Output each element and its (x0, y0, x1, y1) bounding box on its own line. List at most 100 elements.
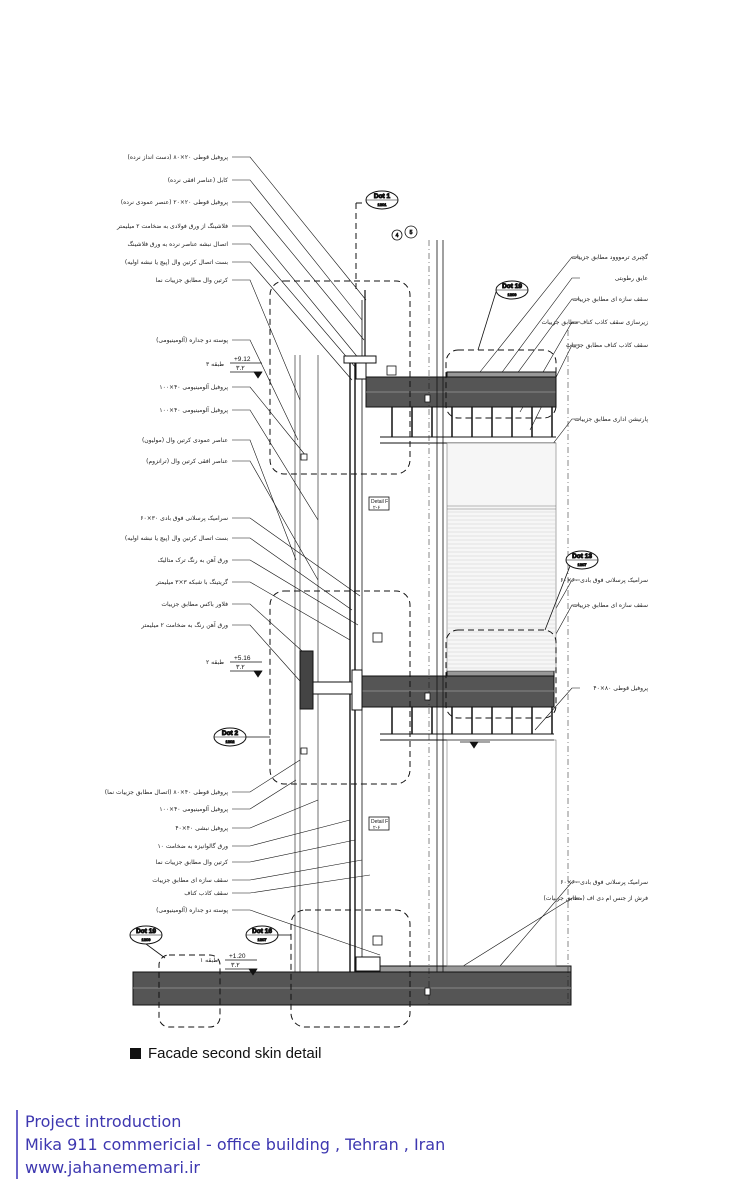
right-leader-10 (499, 881, 580, 967)
section-tags: Detail F ۲-۶ Detail F ۲-۶ (368, 496, 390, 831)
right-leader-1 (479, 256, 580, 373)
svg-text:1209: 1209 (142, 937, 152, 942)
left-leader-24 (232, 859, 363, 881)
right-label-1: گچبری ترمووود مطابق جزییات (571, 253, 648, 261)
section-tag-2: Detail F (371, 819, 388, 825)
left-label-20: پروفیل آلومینیومی ۴۰×۱۰۰ (159, 804, 228, 813)
curtain-wall (294, 240, 569, 1005)
left-leader-8 (232, 339, 299, 441)
left-leader-13 (232, 517, 361, 597)
partition-walls (446, 442, 557, 967)
dot-2-callout: Dot 2 1202 (213, 727, 270, 747)
right-label-2: عایق رطوبتی (615, 275, 648, 282)
svg-text:4: 4 (396, 233, 399, 239)
level-labels: +9.12 ۳.۲ طبقه ۳ +5.16 ۳.۲ طبقه ۲ +1.20 … (200, 356, 251, 969)
left-label-17: فلاور باکس مطابق جزییات (161, 601, 228, 608)
figure-caption: Facade second skin detail (130, 1045, 321, 1062)
left-label-24: سقف سازه ای مطابق جزییات (152, 877, 228, 884)
left-leader-19 (232, 759, 301, 793)
right-label-7: سرامیک پرسلانی فوق بادی ۶۰×۶۰ (560, 577, 648, 584)
dot-1-label: Dot 1 (374, 193, 391, 200)
footer-line-3[interactable]: www.jahanememari.ir (25, 1158, 201, 1177)
left-label-22: ورق گالوانیزه به ضخامت ۱۰ (157, 842, 228, 850)
left-leader-17 (232, 603, 313, 661)
left-label-8: پوسته دو جداره (آلومینیومی) (156, 335, 228, 344)
elevation-middle: +5.16 (234, 655, 251, 662)
grid-marker-4 (391, 229, 403, 241)
left-leader-21 (232, 799, 319, 829)
svg-text:۲-۶: ۲-۶ (373, 505, 380, 511)
left-label-12: عناصر افقی کرتین وال (ترانزوم) (146, 458, 228, 465)
svg-text:5: 5 (410, 230, 413, 236)
right-leader-9 (534, 687, 580, 731)
svg-text:1209: 1209 (508, 292, 518, 297)
left-label-16: گریتینگ با شبکه ۳×۳ میلیمتر (155, 578, 228, 586)
left-leader-22 (232, 819, 351, 847)
left-leader-3 (232, 201, 365, 341)
left-label-11: عناصر عمودی کرتین وال (مولیون) (142, 437, 228, 444)
left-label-5: اتصال نبشه عناصر نرده به ورق فلاشینگ (128, 240, 229, 248)
floor-slabs (132, 371, 572, 1006)
dot-2-label: Dot 2 (222, 730, 239, 737)
dot-13-label: Dot 13 (572, 553, 592, 560)
section-tag-1: Detail F (371, 499, 388, 505)
left-leader-16 (232, 581, 351, 641)
left-leader-26 (232, 909, 381, 956)
svg-text:طبقه ۱: طبقه ۱ (200, 957, 218, 964)
dot-16-callout: Dot 16 1207 (245, 925, 291, 945)
caption-text: Facade second skin detail (148, 1045, 322, 1062)
detail-callout-boxes (158, 202, 557, 1028)
right-label-6: پارتیشن اداری مطابق جزییات (574, 416, 648, 423)
elevation-upper: +9.12 (234, 356, 251, 363)
left-leader-23 (232, 839, 356, 863)
left-leader-20 (232, 779, 297, 810)
left-label-9: پروفیل آلومینیومی ۴۰×۱۰۰ (159, 382, 228, 391)
right-label-5: سقف کاذب کناف مطابق جزییات (566, 342, 648, 349)
left-leader-18 (232, 624, 309, 691)
right-label-11: فرش از جنس ام دی اف (مطابق جزییات) (543, 895, 648, 902)
left-label-10: پروفیل آلومینیومی ۴۰×۱۰۰ (159, 405, 228, 414)
svg-text:1201: 1201 (378, 202, 388, 207)
dot-callouts: Dot 1 1201 Dot 19 1209 Dot 13 1207 Dot 2… (129, 190, 599, 959)
dot-19-top-label: Dot 19 (502, 283, 522, 290)
left-leader-10 (232, 409, 319, 521)
left-label-26: پوسته دو جداره (آلومینیومی) (156, 905, 228, 914)
left-leader-15 (232, 559, 359, 626)
caption-bullet-icon (130, 1048, 141, 1059)
dot-13-callout: Dot 13 1207 (544, 550, 599, 631)
left-label-23: کرتین وال مطابق جزییات نما (156, 859, 228, 866)
svg-text:1207: 1207 (578, 562, 588, 567)
dot-19-top-callout: Dot 19 1209 (477, 280, 529, 351)
svg-text:۳.۲: ۳.۲ (236, 664, 245, 671)
left-label-14: بست اتصال کرتین وال (پیچ یا نبشه اولیه) (125, 535, 228, 542)
facade-section-drawing: پروفیل قوطی ۲۰×۸۰ (دست انداز نرده)کابل (… (105, 154, 648, 1028)
right-label-9: پروفیل قوطی ۸۰×۴۰ (593, 685, 648, 692)
left-leader-12 (232, 460, 319, 581)
left-label-7: کرتین وال مطابق جزییات نما (156, 277, 228, 284)
level-markers (225, 362, 490, 976)
left-leader-5 (232, 243, 357, 369)
left-label-18: ورق آهن رنگ به ضخامت ۲ میلیمتر (140, 620, 228, 629)
svg-text:طبقه ۲: طبقه ۲ (206, 659, 224, 666)
right-leader-2 (499, 277, 580, 376)
left-leader-6 (232, 261, 353, 381)
left-label-3: پروفیل قوطی ۲۰×۲۰ (عنصر عمودی نرده) (121, 199, 229, 206)
dot-19-bottom-callout: Dot 19 1209 (129, 925, 166, 959)
grid-marker-5 (404, 225, 418, 239)
left-leader-9 (232, 386, 307, 457)
left-label-2: کابل (عناصر افقی نرده) (168, 177, 228, 184)
left-annotations: پروفیل قوطی ۲۰×۸۰ (دست انداز نرده)کابل (… (105, 154, 381, 956)
right-label-10: سرامیک پرسلانی فوق بادی ۶۰×۶۰ (560, 879, 648, 886)
ceiling-hangers (391, 407, 553, 734)
footer-line-1: Project introduction (25, 1112, 182, 1131)
left-label-13: سرامیک پرسلانی فوق بادی ۳۰×۶۰ (140, 515, 228, 522)
svg-text:۲-۶: ۲-۶ (373, 825, 380, 831)
svg-text:طبقه ۳: طبقه ۳ (206, 361, 224, 368)
dot-19-bottom-label: Dot 19 (136, 928, 156, 935)
svg-text:1207: 1207 (258, 937, 268, 942)
dot-16-label: Dot 16 (252, 928, 272, 935)
left-leader-1 (232, 156, 367, 301)
svg-text:۳.۲: ۳.۲ (231, 962, 240, 969)
left-leader-7 (232, 279, 301, 401)
svg-text:۳.۲: ۳.۲ (236, 365, 245, 372)
